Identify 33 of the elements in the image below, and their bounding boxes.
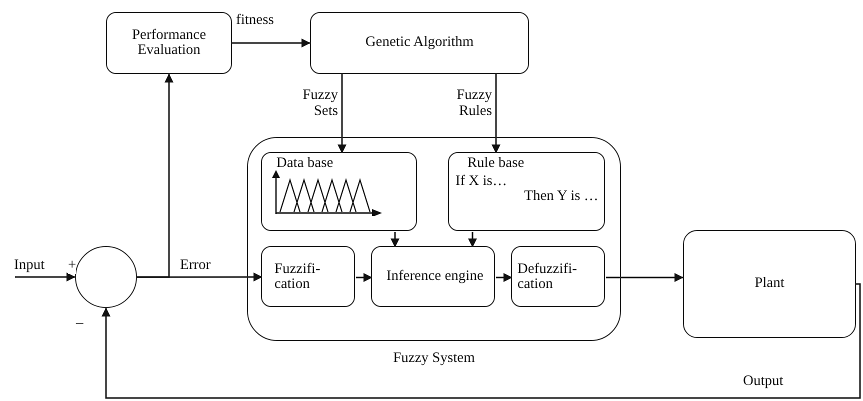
process-box [310, 12, 529, 74]
arrow [496, 273, 512, 282]
box-label: Defuzzifi- cation [517, 262, 578, 292]
arrow [356, 273, 372, 282]
box-label: Rule base [467, 156, 526, 172]
box-label: Performance Evaluation [130, 28, 208, 58]
box-label: Data base [276, 156, 334, 172]
rule-text: If X is… [455, 174, 508, 189]
process-box [106, 12, 232, 74]
process-box [511, 246, 606, 308]
arrow [15, 272, 76, 282]
box-label: Plant [754, 276, 784, 292]
process-box [448, 152, 606, 232]
arrow [390, 232, 400, 248]
arrow [468, 232, 477, 248]
box-label: Inference engine [386, 269, 484, 284]
arrow [102, 283, 861, 399]
process-box [261, 152, 418, 232]
arrow [606, 273, 684, 282]
process-box [683, 230, 856, 338]
arrow [137, 74, 174, 278]
box-label: Genetic Algorithm [365, 35, 474, 51]
sign-label: + [68, 258, 76, 274]
arrow [492, 74, 500, 154]
box-label: Fuzzifi- cation [274, 262, 322, 292]
arrow [232, 38, 310, 48]
process-box [371, 246, 496, 308]
rule-text: Then Y is … [523, 188, 598, 204]
group-label: Fuzzy System [392, 350, 476, 367]
edge-label: Input [14, 258, 45, 274]
signal-label: Output [743, 374, 784, 390]
process-box [261, 246, 356, 308]
arrow [338, 74, 346, 154]
